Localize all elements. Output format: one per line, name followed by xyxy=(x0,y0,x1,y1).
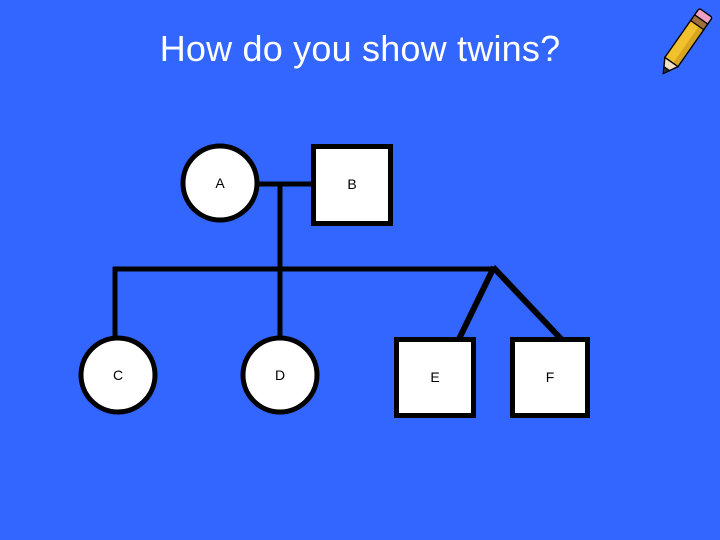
twin-branch-to-f xyxy=(490,264,566,344)
pedigree-node-f[interactable]: F xyxy=(510,337,590,418)
pencil-body xyxy=(663,19,705,68)
circle-shape-d xyxy=(240,335,320,415)
pencil-graphite-point xyxy=(662,65,671,75)
pedigree-node-a[interactable]: A xyxy=(180,143,260,223)
node-label-e: E xyxy=(430,369,439,385)
pencil-body-shade xyxy=(673,27,703,66)
node-label-d: D xyxy=(275,367,285,383)
twin-branch-to-e xyxy=(455,265,497,343)
pedigree-node-d[interactable]: D xyxy=(240,335,320,415)
circle-shape-c xyxy=(78,335,158,415)
connection-lines xyxy=(112,181,566,344)
square-shape-f xyxy=(510,337,590,418)
pencil-icon xyxy=(662,8,713,75)
node-label-a: A xyxy=(215,175,225,191)
pedigree-node-c[interactable]: C xyxy=(78,335,158,415)
pedigree-node-e[interactable]: E xyxy=(394,337,476,418)
square-shape-b xyxy=(311,144,393,226)
node-label-f: F xyxy=(546,369,555,385)
node-label-c: C xyxy=(113,367,123,383)
circle-shape-a xyxy=(180,143,260,223)
page-title: How do you show twins? xyxy=(159,28,561,69)
square-shape-e xyxy=(394,337,476,418)
node-label-b: B xyxy=(347,176,356,192)
pedigree-node-b[interactable]: B xyxy=(311,144,393,226)
